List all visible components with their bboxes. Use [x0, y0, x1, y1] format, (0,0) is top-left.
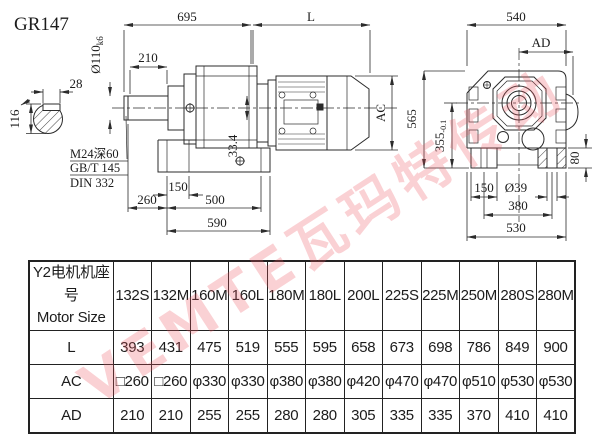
dim-oil-offset-label: 33.4 [225, 134, 240, 157]
value-cell: 255 [189, 397, 229, 433]
value-cell: 280 [266, 397, 306, 433]
value-cell: □260 [151, 363, 191, 399]
value-cell: 555 [266, 329, 306, 365]
note-standard-din: DIN 332 [70, 176, 114, 190]
value-cell: 210 [151, 397, 191, 433]
dim-side-width-label: 540 [506, 9, 526, 24]
motor-dimension-table: Y2电机机座号 Motor Size 132S 132M 160M 160L 1… [28, 260, 576, 434]
col-header: 200L [343, 260, 383, 331]
value-cell: φ380 [305, 363, 345, 399]
value-cell: φ470 [382, 363, 422, 399]
value-cell: 410 [497, 397, 537, 433]
value-cell: φ470 [420, 363, 460, 399]
value-cell: 393 [112, 329, 152, 365]
value-cell: 370 [459, 397, 499, 433]
value-cell: 673 [382, 329, 422, 365]
dim-shaft-diameter-label: Ø110k6 [88, 36, 105, 74]
value-cell: 431 [151, 329, 191, 365]
note-tap-hole: M24深60 [70, 147, 119, 161]
value-cell: 900 [536, 329, 576, 365]
table-header-row: Y2电机机座号 Motor Size 132S 132M 160M 160L 1… [28, 260, 576, 331]
col-header: 160L [228, 260, 268, 331]
value-cell: φ330 [228, 363, 268, 399]
dim-ad-label: AD [532, 35, 551, 50]
table-row-L: L 393 431 475 519 555 595 658 673 698 78… [28, 329, 576, 365]
value-cell: φ530 [497, 363, 537, 399]
value-cell: 410 [536, 397, 576, 433]
dim-bolt-span-label: 380 [508, 198, 528, 213]
col-header: 132M [151, 260, 191, 331]
dim-motor-diameter-label: AC [373, 104, 388, 122]
value-cell: 335 [382, 397, 422, 433]
value-cell: 658 [343, 329, 383, 365]
table-row-AC: AC □260 □260 φ330 φ330 φ380 φ380 φ420 φ4… [28, 363, 576, 399]
table-row-AD: AD 210 210 255 255 280 280 305 335 335 3… [28, 397, 576, 433]
value-cell: 255 [228, 397, 268, 433]
dim-side-height-label: 565 [404, 109, 419, 129]
model-number: GR147 [14, 14, 69, 35]
motor-size-header-cell: Y2电机机座号 Motor Size [28, 260, 114, 331]
value-cell: φ330 [189, 363, 229, 399]
row-label: L [28, 329, 114, 365]
col-header: 280M [536, 260, 576, 331]
header-line1: Y2电机机座号 [32, 264, 110, 304]
value-cell: φ380 [266, 363, 306, 399]
gear-motor-drawing: GR147 28 116 [7, 9, 592, 241]
value-cell: φ510 [459, 363, 499, 399]
side-view [422, 23, 592, 241]
dim-key-width-label: 28 [70, 76, 83, 91]
value-cell: 519 [228, 329, 268, 365]
value-cell: □260 [112, 363, 152, 399]
value-cell: 786 [459, 329, 499, 365]
dim-foot-span-label: 500 [205, 192, 225, 207]
col-header: 180M [266, 260, 306, 331]
value-cell: 475 [189, 329, 229, 365]
value-cell: φ530 [536, 363, 576, 399]
row-label: AD [28, 397, 114, 433]
header-line2: Motor Size [36, 309, 106, 326]
col-header: 160M [189, 260, 229, 331]
col-header: 132S [112, 260, 152, 331]
col-header: 180L [305, 260, 345, 331]
col-header: 225M [420, 260, 460, 331]
col-header: 225S [382, 260, 422, 331]
shaft-section-view [20, 89, 73, 134]
value-cell: φ420 [343, 363, 383, 399]
dim-key-height-label: 116 [7, 109, 22, 129]
dim-side-foot-width-label: 150 [474, 180, 494, 195]
dim-foot-front-label: 260 [137, 192, 157, 207]
note-standard-gbt: GB/T 145 [70, 161, 120, 175]
value-cell: 335 [420, 397, 460, 433]
dim-center-height-label: 355-0.1 [432, 120, 448, 152]
value-cell: 305 [343, 397, 383, 433]
dim-foot-total-label: 590 [207, 215, 227, 230]
col-header: 250M [459, 260, 499, 331]
dim-base-width-label: 530 [506, 220, 526, 235]
dim-shaft-length-label: 210 [138, 50, 158, 65]
col-header: 280S [497, 260, 537, 331]
dim-overall-length-label: 695 [177, 9, 197, 24]
value-cell: 849 [497, 329, 537, 365]
value-cell: 280 [305, 397, 345, 433]
dim-foot-height-label: 80 [567, 152, 582, 165]
dim-foot-hole-label: 150 [168, 179, 188, 194]
row-label: AC [28, 363, 114, 399]
front-view [70, 23, 400, 235]
value-cell: 698 [420, 329, 460, 365]
dim-hole-diameter-label: Ø39 [505, 180, 527, 195]
dim-motor-length-label: L [307, 9, 315, 24]
value-cell: 210 [112, 397, 152, 433]
value-cell: 595 [305, 329, 345, 365]
